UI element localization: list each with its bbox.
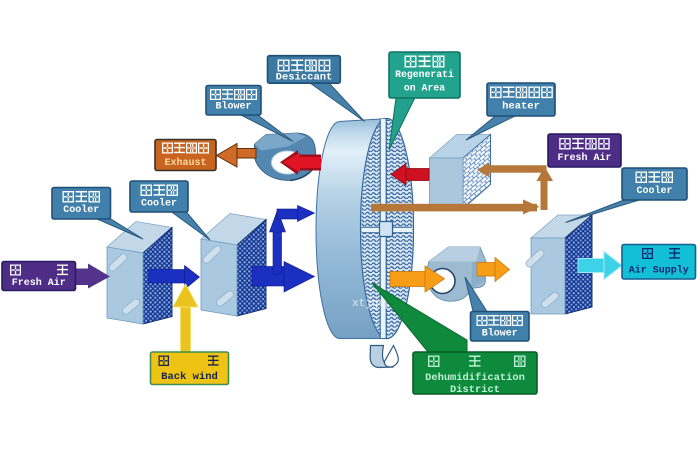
- svg-text:on Area: on Area: [404, 83, 445, 94]
- svg-text:Back wind: Back wind: [161, 371, 218, 383]
- svg-text:heater: heater: [502, 101, 540, 113]
- svg-text:Cooler: Cooler: [63, 204, 99, 216]
- svg-text:Blower: Blower: [215, 101, 251, 113]
- svg-text:Exhaust: Exhaust: [164, 157, 206, 169]
- svg-text:Desiccant: Desiccant: [276, 72, 333, 84]
- svg-text:Blower: Blower: [482, 328, 518, 340]
- svg-text:Regenerati: Regenerati: [395, 69, 454, 80]
- svg-text:Fresh Air: Fresh Air: [12, 277, 66, 289]
- svg-text:Dehumidification: Dehumidification: [425, 372, 525, 384]
- svg-text:Air Supply: Air Supply: [629, 265, 689, 277]
- svg-text:Cooler: Cooler: [141, 198, 177, 210]
- svg-text:District: District: [450, 384, 500, 396]
- svg-text:xtjgcp: xtjgcp: [352, 298, 392, 310]
- svg-text:Cooler: Cooler: [636, 185, 672, 197]
- svg-text:Fresh Air: Fresh Air: [557, 152, 611, 164]
